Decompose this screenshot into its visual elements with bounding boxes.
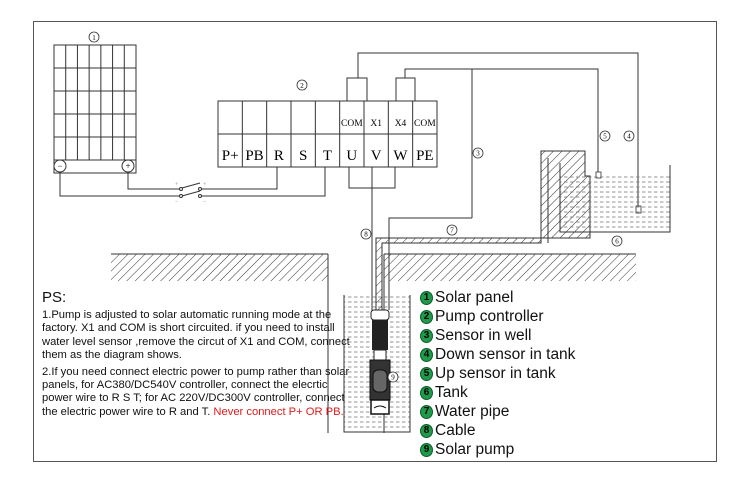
solar-pump	[369, 309, 391, 415]
svg-text:7: 7	[450, 227, 454, 235]
svg-text:+: +	[175, 182, 179, 188]
notes-body: 1.Pump is adjusted to solar automatic ru…	[42, 309, 352, 422]
callout-9: 9	[387, 371, 399, 383]
legend-label: Sensor in well	[435, 326, 532, 344]
legend-number-badge: 6	[420, 385, 433, 400]
svg-text:3: 3	[476, 150, 480, 158]
legend-number-badge: 5	[420, 366, 433, 381]
terminal-label-top: COM	[341, 119, 363, 129]
legend-label: Cable	[435, 421, 476, 439]
switch-blade-positive	[181, 182, 201, 189]
legend-number-badge: 4	[420, 347, 433, 362]
legend-number-badge: 1	[420, 290, 433, 305]
ground	[111, 253, 636, 433]
panel-wiring	[59, 167, 326, 198]
svg-text:8: 8	[364, 231, 368, 239]
switch-blade-negative	[181, 190, 201, 197]
panel-negative-label: −	[57, 161, 62, 171]
svg-text:6: 6	[615, 238, 619, 246]
terminal-label-top: COM	[414, 119, 436, 129]
note-1: 1.Pump is adjusted to solar automatic ru…	[42, 309, 350, 362]
terminal-label: W	[393, 148, 408, 164]
legend-number-badge: 8	[420, 423, 433, 438]
terminal-label-top: X1	[370, 119, 382, 129]
terminal-label: R	[274, 148, 284, 164]
terminal-label: V	[371, 148, 382, 164]
legend-label: Up sensor in tank	[435, 364, 556, 382]
terminal-label: PB	[245, 148, 263, 164]
terminal-label: S	[299, 148, 307, 164]
callout-4: 4	[623, 130, 635, 142]
terminal-label: P+	[222, 148, 239, 164]
legend-number-badge: 3	[420, 328, 433, 343]
legend-label: Pump controller	[435, 307, 544, 325]
legend-number-badge: 2	[420, 309, 433, 324]
callout-8: 8	[360, 228, 372, 240]
svg-text:+: +	[203, 182, 207, 188]
svg-text:2: 2	[300, 82, 304, 90]
svg-text:−: −	[175, 199, 179, 205]
svg-text:9: 9	[391, 374, 395, 382]
svg-text:−: −	[203, 199, 207, 205]
terminal-label: T	[323, 148, 332, 164]
callout-6: 6	[611, 235, 623, 247]
legend-number-badge: 9	[420, 442, 433, 457]
panel-positive-label: +	[125, 161, 130, 171]
terminal-label: PE	[416, 148, 434, 164]
svg-text:4: 4	[627, 133, 631, 141]
note-2: 2.If you need connect electric power to …	[42, 366, 352, 420]
legend-label: Solar panel	[435, 288, 514, 306]
switch: + + − −	[175, 182, 207, 205]
svg-text:5: 5	[603, 133, 607, 141]
terminal-label-top: X4	[395, 119, 407, 129]
diagram-frame	[33, 21, 717, 462]
water-pipe	[375, 150, 591, 311]
notes-title: PS:	[42, 289, 67, 306]
callout-7: 7	[446, 224, 458, 236]
legend-label: Water pipe	[435, 402, 510, 420]
legend-label: Solar pump	[435, 440, 515, 458]
terminal-label: U	[346, 148, 357, 164]
legend-number-badge: 7	[420, 404, 433, 419]
sensor-wiring	[346, 52, 639, 315]
solar-panel	[53, 44, 137, 174]
legend-label: Down sensor in tank	[435, 345, 576, 363]
callout-1: 1	[88, 31, 100, 43]
legend-label: Tank	[435, 383, 468, 401]
note-2-warning: Never connect P+ OR PB.	[213, 405, 344, 418]
callout-3: 3	[472, 147, 484, 159]
callout-2	[296, 79, 308, 91]
note-2-text: 2.If you need connect electric power to …	[42, 365, 350, 418]
callout-5: 5	[599, 130, 611, 142]
tank	[559, 163, 671, 233]
svg-text:1: 1	[92, 34, 96, 42]
